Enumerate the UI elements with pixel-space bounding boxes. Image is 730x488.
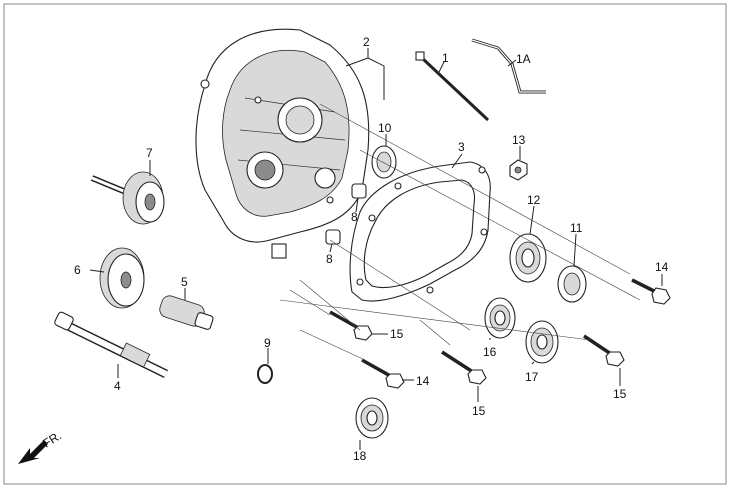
case-cover-part (195, 28, 370, 259)
bearing-17-part (525, 320, 559, 364)
bolt-15c-part (583, 334, 625, 367)
callout-15b: 15 (472, 404, 486, 418)
callout-1a: 1A (516, 52, 531, 66)
leader-lines (89, 48, 663, 450)
diagram-frame (3, 3, 727, 485)
circlip-9-part (257, 364, 273, 384)
pinion-5-part (159, 295, 214, 330)
callout-13: 13 (512, 133, 526, 147)
callout-8a: 8 (351, 210, 358, 224)
callout-labels: 2 1 1A 10 3 13 7 8 8 12 11 14 6 5 15 16 … (74, 35, 669, 463)
callout-5: 5 (181, 275, 188, 289)
front-direction-indicator: FR. (18, 428, 64, 464)
callout-16: 16 (483, 345, 497, 359)
callout-12: 12 (527, 193, 541, 207)
callout-14a: 14 (655, 260, 669, 274)
bolt-15b-part (441, 350, 487, 385)
gear-shaft-7-part (90, 171, 165, 225)
callout-18: 18 (353, 449, 367, 463)
bearing-12-part (509, 233, 547, 283)
callout-7: 7 (146, 146, 153, 160)
oil-seal-11-part (557, 265, 587, 303)
callout-6: 6 (74, 263, 81, 277)
callout-8b: 8 (326, 252, 333, 266)
pipe-1a-part (471, 38, 546, 94)
bearing-18-part (355, 397, 389, 439)
oil-seal-10-part (371, 145, 397, 179)
callout-14b: 14 (416, 374, 430, 388)
callout-11: 11 (570, 221, 583, 235)
gasket-part (349, 161, 491, 302)
callout-15c: 15 (613, 387, 627, 401)
callout-4: 4 (114, 379, 121, 393)
bolt-1-part (415, 51, 490, 122)
bolt-14b-part (361, 358, 405, 389)
shaft-4-part (54, 311, 168, 379)
gear-6-part (99, 247, 145, 309)
callout-10: 10 (378, 121, 392, 135)
callout-9: 9 (264, 336, 271, 350)
callout-15a: 15 (390, 327, 404, 341)
dowel-8b-part (325, 229, 341, 245)
bearing-16-part (484, 297, 516, 339)
nut-13-part (509, 159, 528, 181)
dowel-8a-part (351, 183, 367, 199)
bolt-15a-part (329, 310, 373, 341)
callout-17: 17 (525, 370, 539, 384)
assembly-guide-lines (279, 103, 641, 361)
front-arrow-icon (18, 440, 48, 464)
callout-3: 3 (458, 140, 465, 154)
callout-1: 1 (442, 51, 449, 65)
callout-2: 2 (363, 35, 370, 49)
bolt-14a-part (631, 278, 671, 305)
